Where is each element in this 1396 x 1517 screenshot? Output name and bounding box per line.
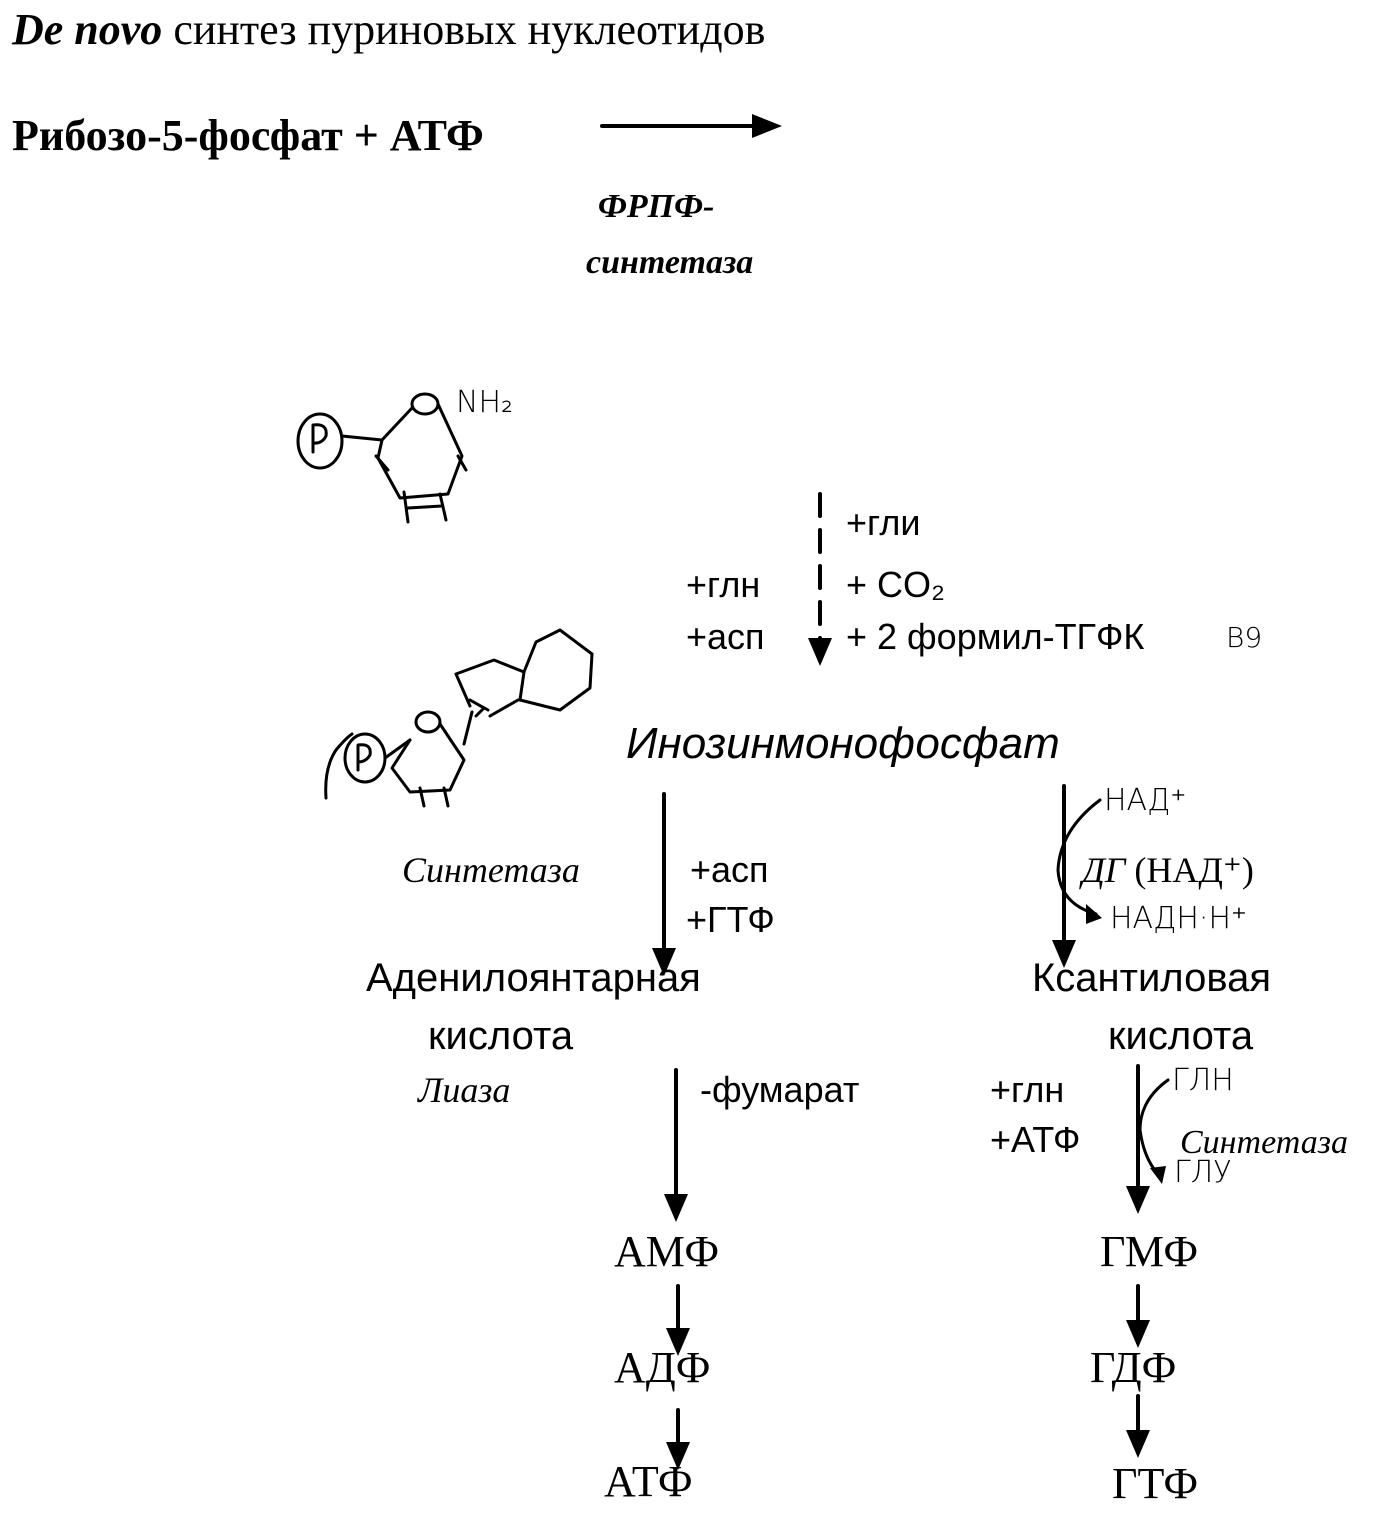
- title-rest: синтез пуриновых нуклеотидов: [162, 5, 766, 54]
- right-enzyme-synthetase: Синтетаза: [1180, 1124, 1348, 1161]
- arrow-xanthylate-to-gmp: [1126, 1064, 1150, 1214]
- sketch1-nh2-label: NH₂: [456, 385, 514, 420]
- right-enzyme-dg-cofactor: (НАД⁺): [1134, 850, 1254, 890]
- amp-label: АМФ: [614, 1227, 720, 1276]
- arrow-imp-to-xanthylate: [1052, 784, 1076, 968]
- left-add-asp: +асп: [690, 849, 769, 890]
- left-enzyme-lyase: Лиаза: [418, 1070, 511, 1110]
- gmp-label: ГМФ: [1100, 1227, 1199, 1276]
- step-add-gly: +гли: [846, 502, 921, 543]
- handwritten-gln-in: ГЛН: [1172, 1063, 1234, 1098]
- arrow-amp-to-adp: [666, 1284, 690, 1356]
- arrow-to-imp: [808, 492, 832, 666]
- sketch-imp-structure: [324, 628, 594, 808]
- adenylosuccinate-line1: Аденилоянтарная: [366, 956, 701, 1000]
- atp-label: АТФ: [604, 1457, 693, 1506]
- gtp-label: ГТФ: [1112, 1459, 1199, 1508]
- right-enzyme-dg: ДГ (НАД⁺): [1082, 852, 1254, 888]
- step-add-asp: +асп: [686, 616, 765, 657]
- handwritten-nadh-out: НАДН·Н⁺: [1110, 901, 1247, 936]
- xanthylate-line1: Ксантиловая: [1032, 956, 1272, 1000]
- sketch-prpp-amine: [296, 392, 468, 524]
- step-add-co2: + CO₂: [846, 564, 945, 605]
- arrow-start-to-prpp: [600, 114, 782, 138]
- left-add-gtp: +ГТФ: [686, 899, 775, 940]
- title-de-novo: De novo: [12, 5, 163, 54]
- curved-arrow-gln: [1138, 1078, 1170, 1184]
- enzyme-frpf-line2: синтетаза: [586, 244, 754, 281]
- xanthylate-line2: кислота: [1108, 1014, 1254, 1058]
- curved-arrow-nad: [1056, 798, 1102, 924]
- arrow-gmp-to-gdp: [1126, 1284, 1150, 1348]
- adenylosuccinate-line2: кислота: [428, 1014, 574, 1058]
- handwritten-b9-note: B9: [1226, 621, 1263, 654]
- right-add-atp: +АТФ: [990, 1119, 1081, 1160]
- step-add-formyl-thf: + 2 формил-ТГФК: [846, 616, 1145, 657]
- adp-label: АДФ: [614, 1343, 711, 1392]
- start-reactants: Рибозо-5-фосфат + АТФ: [12, 111, 484, 160]
- arrow-imp-to-adenylosuccinate: [652, 792, 676, 976]
- enzyme-frpf-line1: ФРПФ-: [598, 188, 715, 225]
- arrow-gdp-to-gtp: [1126, 1394, 1150, 1458]
- arrow-adp-to-atp: [666, 1408, 690, 1470]
- page-title: De novo синтез пуриновых нуклеотидов: [12, 8, 765, 52]
- gdp-label: ГДФ: [1090, 1343, 1177, 1392]
- imp-label: Инозинмонофосфат: [626, 719, 1060, 768]
- left-remove-fumarate: -фумарат: [700, 1069, 860, 1110]
- right-enzyme-dg-italic: ДГ: [1082, 850, 1126, 890]
- left-enzyme-synthetase: Синтетаза: [402, 850, 580, 890]
- handwritten-glu-out: ГЛУ: [1174, 1155, 1232, 1190]
- step-add-gln: +глн: [686, 564, 761, 605]
- right-add-gln: +глн: [990, 1069, 1065, 1110]
- handwritten-nad-in: НАД⁺: [1104, 783, 1187, 818]
- arrow-adenylosuccinate-to-amp: [664, 1068, 688, 1222]
